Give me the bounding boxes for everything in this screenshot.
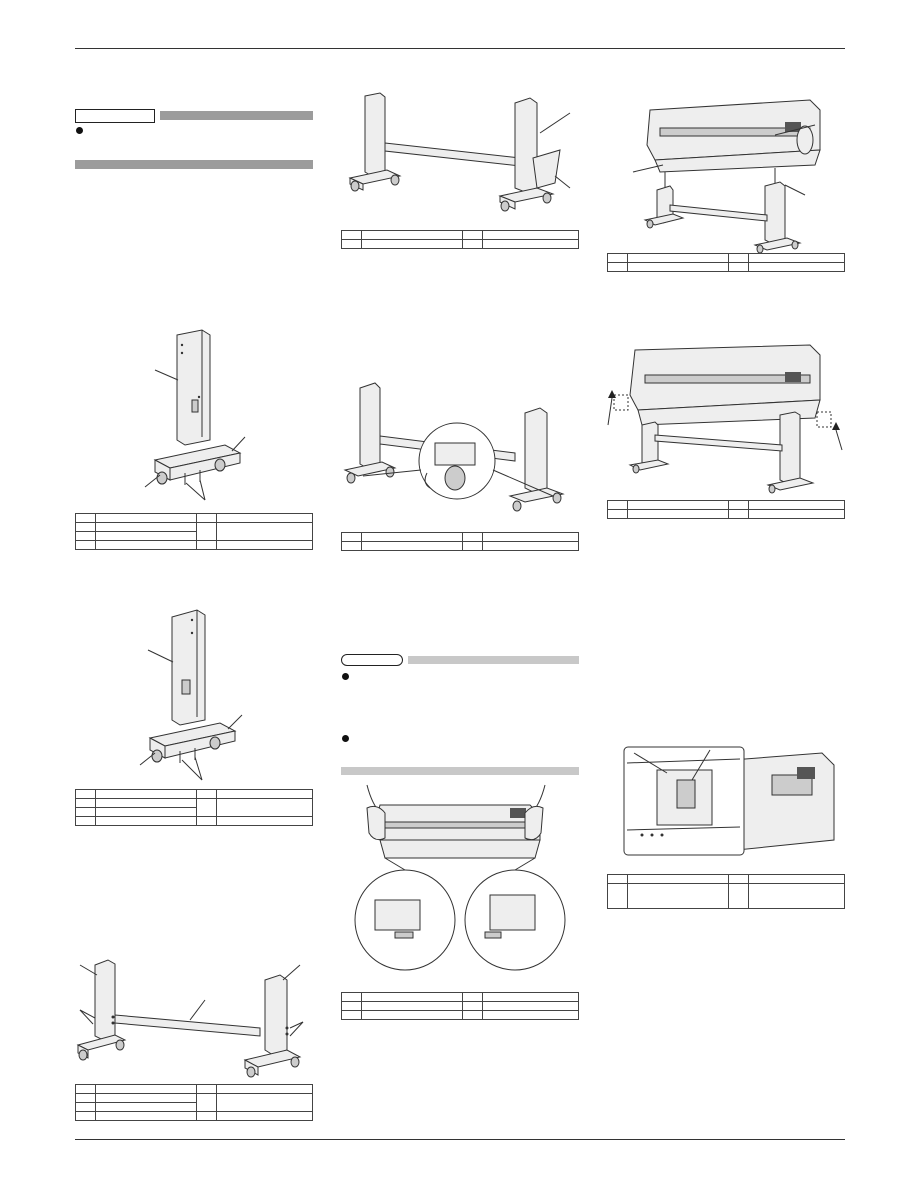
mount-printer-figure — [632, 99, 821, 254]
stand-basket-figure — [348, 92, 571, 212]
stand-leg-figure-1 — [144, 329, 246, 501]
parts-table-2 — [75, 789, 313, 826]
caster-lock-figure — [343, 382, 565, 512]
parts-table-5 — [341, 532, 579, 551]
secure-printer-figure — [607, 344, 843, 494]
parts-table-1 — [75, 513, 313, 550]
parts-table-6 — [341, 992, 579, 1020]
section-bar — [341, 767, 579, 775]
bullet-icon — [342, 673, 349, 680]
parts-table-9 — [607, 874, 845, 909]
parts-table-8 — [607, 500, 845, 519]
section-bar — [75, 160, 313, 169]
bullet-icon — [76, 127, 83, 134]
bullet-icon — [342, 735, 349, 742]
warning-label-box — [75, 109, 155, 123]
lifting-printer-figure — [354, 784, 566, 971]
parts-table-4 — [341, 230, 579, 249]
stand-leg-figure-2 — [139, 609, 243, 781]
stand-crossbar-figure — [76, 959, 304, 1078]
footer-rule — [75, 1139, 845, 1140]
parts-table-3 — [75, 1084, 313, 1121]
header-rule — [75, 48, 845, 49]
carriage-lock-figure — [623, 746, 835, 856]
parts-table-7 — [607, 253, 845, 272]
note-bar — [408, 656, 579, 664]
note-label-box — [341, 654, 403, 666]
warning-bar — [160, 111, 313, 120]
